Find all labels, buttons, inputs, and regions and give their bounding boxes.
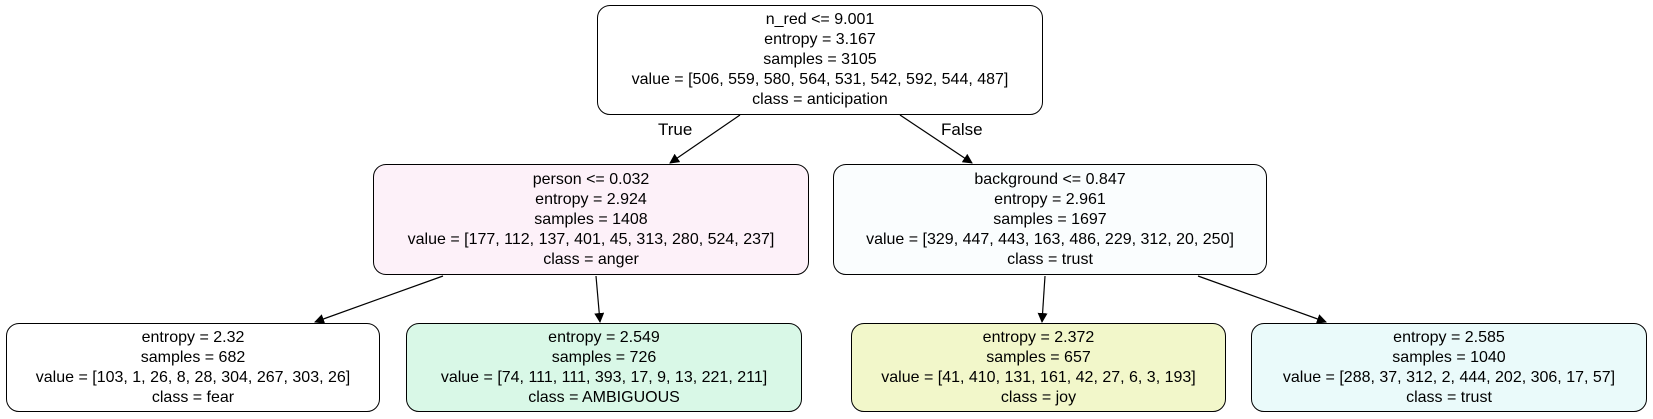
edge-label-false: False xyxy=(941,120,983,139)
node-text-line: value = [74, 111, 111, 393, 17, 9, 13, 2… xyxy=(440,368,768,386)
edge-right-to-leaf4 xyxy=(1197,275,1327,324)
node-text-line: class = AMBIGUOUS xyxy=(528,388,680,406)
edge-left-to-leaf2 xyxy=(594,275,605,323)
node-text-line: value = [329, 447, 443, 163, 486, 229, 3… xyxy=(866,230,1234,248)
node-text-line: samples = 1697 xyxy=(993,210,1107,228)
edge-root-to-right xyxy=(899,114,973,164)
node-text-line: entropy = 2.372 xyxy=(982,328,1095,346)
edge-left-to-leaf1 xyxy=(314,275,444,324)
node-text-line: entropy = 2.549 xyxy=(548,328,660,346)
edge-label-true: True xyxy=(658,120,693,139)
node-text-line: samples = 3105 xyxy=(763,51,877,68)
node-text-line: value = [506, 559, 580, 564, 531, 542, 5… xyxy=(631,71,1009,88)
node-text-line: value = [288, 37, 312, 2, 444, 202, 306,… xyxy=(1282,368,1616,386)
left-split-node: person <= 0.032 entropy = 2.924 samples = … xyxy=(373,164,809,275)
leaf-node-1: entropy = 2.32 samples = 682 value = [103,… xyxy=(6,323,380,412)
node-text-line: class = trust xyxy=(1406,388,1492,406)
node-text-line: samples = 1040 xyxy=(1392,348,1506,366)
leaf-node-2: entropy = 2.549 samples = 726 value = [74,… xyxy=(406,323,802,412)
node-text-line: samples = 657 xyxy=(986,348,1091,366)
node-text-line: entropy = 2.585 xyxy=(1393,328,1505,346)
node-text-line: samples = 1408 xyxy=(534,210,648,228)
root-node: n_red <= 9.001 entropy = 3.167 samples = 3… xyxy=(597,5,1043,115)
node-text-line: entropy = 2.924 xyxy=(535,190,647,208)
leaf-node-3: entropy = 2.372 samples = 657 value = [41,… xyxy=(851,323,1226,412)
node-text-line: class = anger xyxy=(543,250,639,268)
node-text-line: person <= 0.032 xyxy=(532,170,650,188)
node-text-line: samples = 726 xyxy=(551,348,657,366)
node-text-line: background <= 0.847 xyxy=(974,170,1126,188)
node-text-line: n_red <= 9.001 xyxy=(765,11,875,28)
edge-root-to-left xyxy=(669,114,741,164)
node-text-line: entropy = 2.32 xyxy=(141,328,245,346)
node-text-line: value = [41, 410, 131, 161, 42, 27, 6, 3… xyxy=(881,368,1196,386)
node-text-line: value = [177, 112, 137, 401, 45, 313, 28… xyxy=(407,230,775,248)
edge-right-to-leaf3 xyxy=(1037,275,1048,323)
right-split-node: background <= 0.847 entropy = 2.961 sample… xyxy=(833,164,1267,275)
node-text-line: entropy = 2.961 xyxy=(994,190,1106,208)
node-text-line: class = trust xyxy=(1007,250,1093,268)
node-text-line: class = joy xyxy=(1000,388,1077,406)
node-text-line: value = [103, 1, 26, 8, 28, 304, 267, 30… xyxy=(35,368,351,386)
node-text-line: entropy = 3.167 xyxy=(764,31,876,48)
node-text-line: class = anticipation xyxy=(752,91,888,108)
node-text-line: class = fear xyxy=(151,388,235,406)
node-text-line: samples = 682 xyxy=(140,348,246,366)
leaf-node-4: entropy = 2.585 samples = 1040 value = [28… xyxy=(1251,323,1647,412)
